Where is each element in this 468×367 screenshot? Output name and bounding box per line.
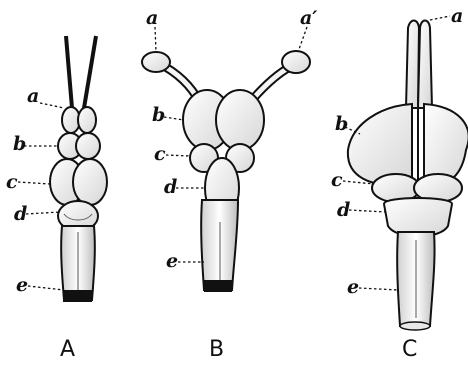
panel-b-hemisphere-right (216, 90, 264, 150)
panel-c-brain (348, 21, 468, 331)
label-b-a-prime: a′ (300, 7, 317, 29)
panel-a-olfactory-nerve-right (84, 36, 96, 108)
panel-a-optic-lobe-right (73, 159, 107, 205)
label-c-c: c (331, 169, 343, 191)
caption-panel-a: A (60, 337, 75, 362)
panel-b-spinal-cut (204, 280, 232, 292)
panel-c-olfactory-tract-left (406, 21, 419, 109)
panel-c-cerebellum (384, 198, 452, 237)
label-c-e: e (347, 276, 359, 298)
panel-a-hemisphere-right (76, 133, 100, 159)
caption-panel-b: B (209, 337, 224, 362)
label-a-d: d (14, 203, 27, 225)
leader-b-a-prime (298, 27, 307, 52)
panel-c-olfactory-tract-right (418, 21, 432, 109)
panel-captions: A B C (60, 337, 417, 362)
leader-b-a (155, 27, 156, 52)
panel-b-olfactory-lobe-left (142, 52, 170, 72)
panel-a-olfactory-lobe-right (78, 107, 96, 133)
label-b-e: e (166, 250, 178, 272)
label-c-d: d (337, 199, 350, 221)
label-a-a: a (27, 85, 39, 107)
panel-a-olfactory-nerve-left (66, 36, 72, 108)
leader-a-c (18, 182, 50, 184)
panel-a-brain (50, 36, 107, 302)
label-a-b: b (13, 133, 26, 155)
label-a-c: c (6, 171, 18, 193)
label-c-b: b (335, 113, 348, 135)
label-a-e: e (16, 274, 28, 296)
label-b-c: c (154, 143, 166, 165)
leader-b-b (164, 117, 184, 120)
leader-c-e (359, 288, 398, 290)
leader-a-d (26, 212, 60, 214)
panel-b-olfactory-lobe-right (282, 51, 310, 73)
caption-panel-c: C (402, 337, 417, 362)
panel-a-spinal-cut (63, 290, 92, 302)
leader-a-a (40, 103, 64, 108)
leader-a-e (28, 286, 64, 290)
panel-c-spinal-cut (400, 322, 430, 330)
label-c-a: a (451, 5, 463, 27)
leader-c-a (430, 16, 450, 20)
label-b-d: d (164, 176, 177, 198)
leader-c-d (349, 210, 386, 212)
leader-b-c (166, 155, 190, 156)
label-b-a: a (146, 7, 158, 29)
label-b-b: b (152, 104, 165, 126)
